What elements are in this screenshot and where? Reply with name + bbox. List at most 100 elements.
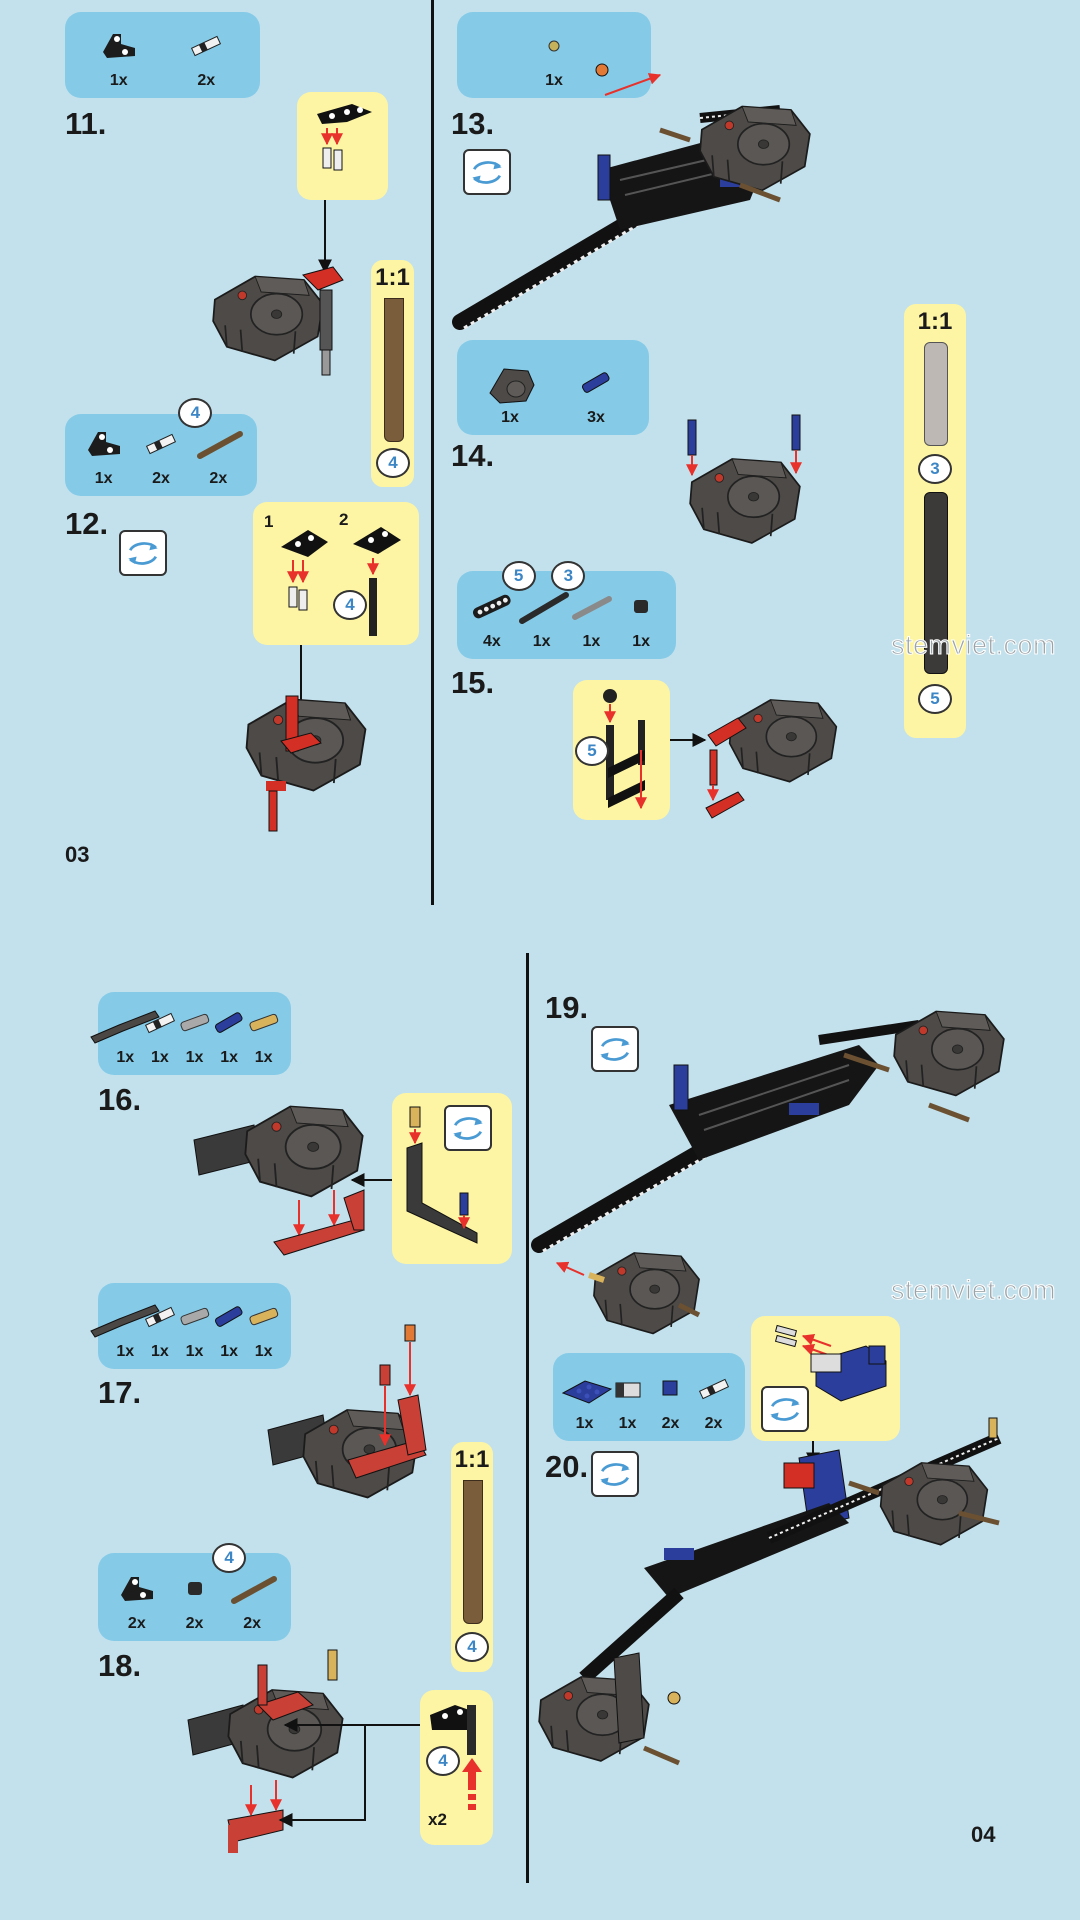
part-item: 1x [617,587,665,651]
page-number-left: 03 [65,842,90,867]
part-item: 2x [113,1569,161,1633]
bent-beam-icon [90,1304,161,1338]
axle-gray-icon [572,596,613,620]
step-11-callout-arrow [318,200,332,274]
step-11-model [212,266,344,376]
pin-tan-icon [249,1013,278,1032]
step-18-callout: 4 x2 [420,1690,493,1845]
watermark: stemviet.com [890,630,1057,661]
step-11-callout-drawing [317,104,372,171]
axle-length-badge: 5 [918,684,952,714]
step-20-number: 20. [545,1449,589,1484]
part-quantity: 1x [94,470,113,487]
part-item: 1x [80,424,128,488]
part-quantity: 2x [704,1415,723,1432]
part-item: 1x [171,1297,219,1361]
pin-gray-icon [179,1013,209,1032]
part-quantity: 2x [243,1615,262,1632]
step-15-model [705,699,838,819]
part-quantity: 2x [197,72,216,89]
substep-1-label: 1 [264,512,274,531]
step-12-callout: 1 2 4 [253,502,419,645]
step-19-number: 19. [545,990,589,1025]
page-number-right: 04 [971,1822,996,1847]
pin-white-icon [145,433,177,455]
axle-4-brown [384,298,404,442]
step-19-model [531,1010,1005,1335]
step-14-number: 14. [451,438,495,473]
part-item: 1x [530,26,578,90]
part-item: 1x [89,1003,161,1067]
part-item: 1x [561,1369,612,1433]
step-18-callout-drawing [430,1705,482,1810]
part-quantity: 2x [209,470,228,487]
step-20-callout-drawing [774,1324,887,1402]
step-13-parts-list: 1x [457,12,651,98]
part-quantity: 1x [150,1343,169,1360]
part-quantity: 3x [587,409,605,426]
part-item: 2x [647,1369,695,1433]
step-18-model [187,1649,344,1853]
axle-black-icon [518,592,569,624]
part-quantity: 1x [185,1343,204,1360]
step-16-model [193,1105,365,1256]
part-item: 1x [95,26,143,90]
part-item: 1x 3 [551,561,615,651]
part-quantity: 2x [185,1615,204,1632]
part-quantity: 2x [127,1615,146,1632]
part-quantity: 1x [582,633,601,650]
part-quantity: 1x [632,633,651,650]
step-12-model [245,695,367,832]
axle-4-brown [463,1480,483,1624]
pin-white-icon [144,1012,175,1034]
step-17-model [267,1324,427,1499]
step-11-callout [297,92,388,200]
part-quantity: 1x [575,1415,594,1432]
part-quantity: 1x [116,1343,135,1360]
rotate-model-icon [444,1105,492,1151]
axle-length-badge: 4 [426,1746,460,1776]
scale-label: 1:1 [454,1446,490,1473]
step-12-callout-drawing [281,527,401,636]
gearbox-icon [489,368,535,404]
step-16-callout-arrow [350,1173,392,1187]
page-divider-bottom [526,953,529,1883]
part-item: 2x 4 [212,1543,278,1633]
pin-blue-icon [581,372,610,393]
part-quantity: 1x [618,1415,637,1432]
pin-white-icon [144,1306,175,1328]
part-item: 1x [205,1297,253,1361]
page-divider-top [431,0,434,905]
axle-length-badge: 4 [212,1543,247,1573]
part-item: 1x [89,1297,161,1361]
part-item: 2x [137,424,185,488]
axle-length-badge: 3 [551,561,586,591]
axle-length-badge: 4 [376,448,410,478]
angle-connector-icon [102,34,135,58]
step-16-callout [392,1093,512,1264]
scale-label: 1:1 [375,264,410,291]
substep-2-label: 2 [339,510,349,529]
step-15-callout: 5 [573,680,670,820]
part-quantity: 1x [254,1343,273,1360]
part-item: 1x [240,1297,288,1361]
plate-blue-icon [561,1380,612,1404]
axle-brown-icon [231,1576,278,1604]
part-quantity: 2x [152,470,170,487]
part-quantity: 2x [661,1415,680,1432]
step-11-parts-list: 1x 2x [65,12,260,98]
part-item: 1x [171,1003,219,1067]
step-15-number: 15. [451,665,495,700]
axle-length-badge: 3 [918,454,952,484]
bent-beam-icon [90,1010,161,1044]
part-item: 2x [182,26,230,90]
beam-black-icon [472,594,511,619]
axle-length-badge: 5 [501,561,536,591]
brick-technic-icon [615,1382,640,1398]
part-quantity: 1x [220,1343,238,1360]
